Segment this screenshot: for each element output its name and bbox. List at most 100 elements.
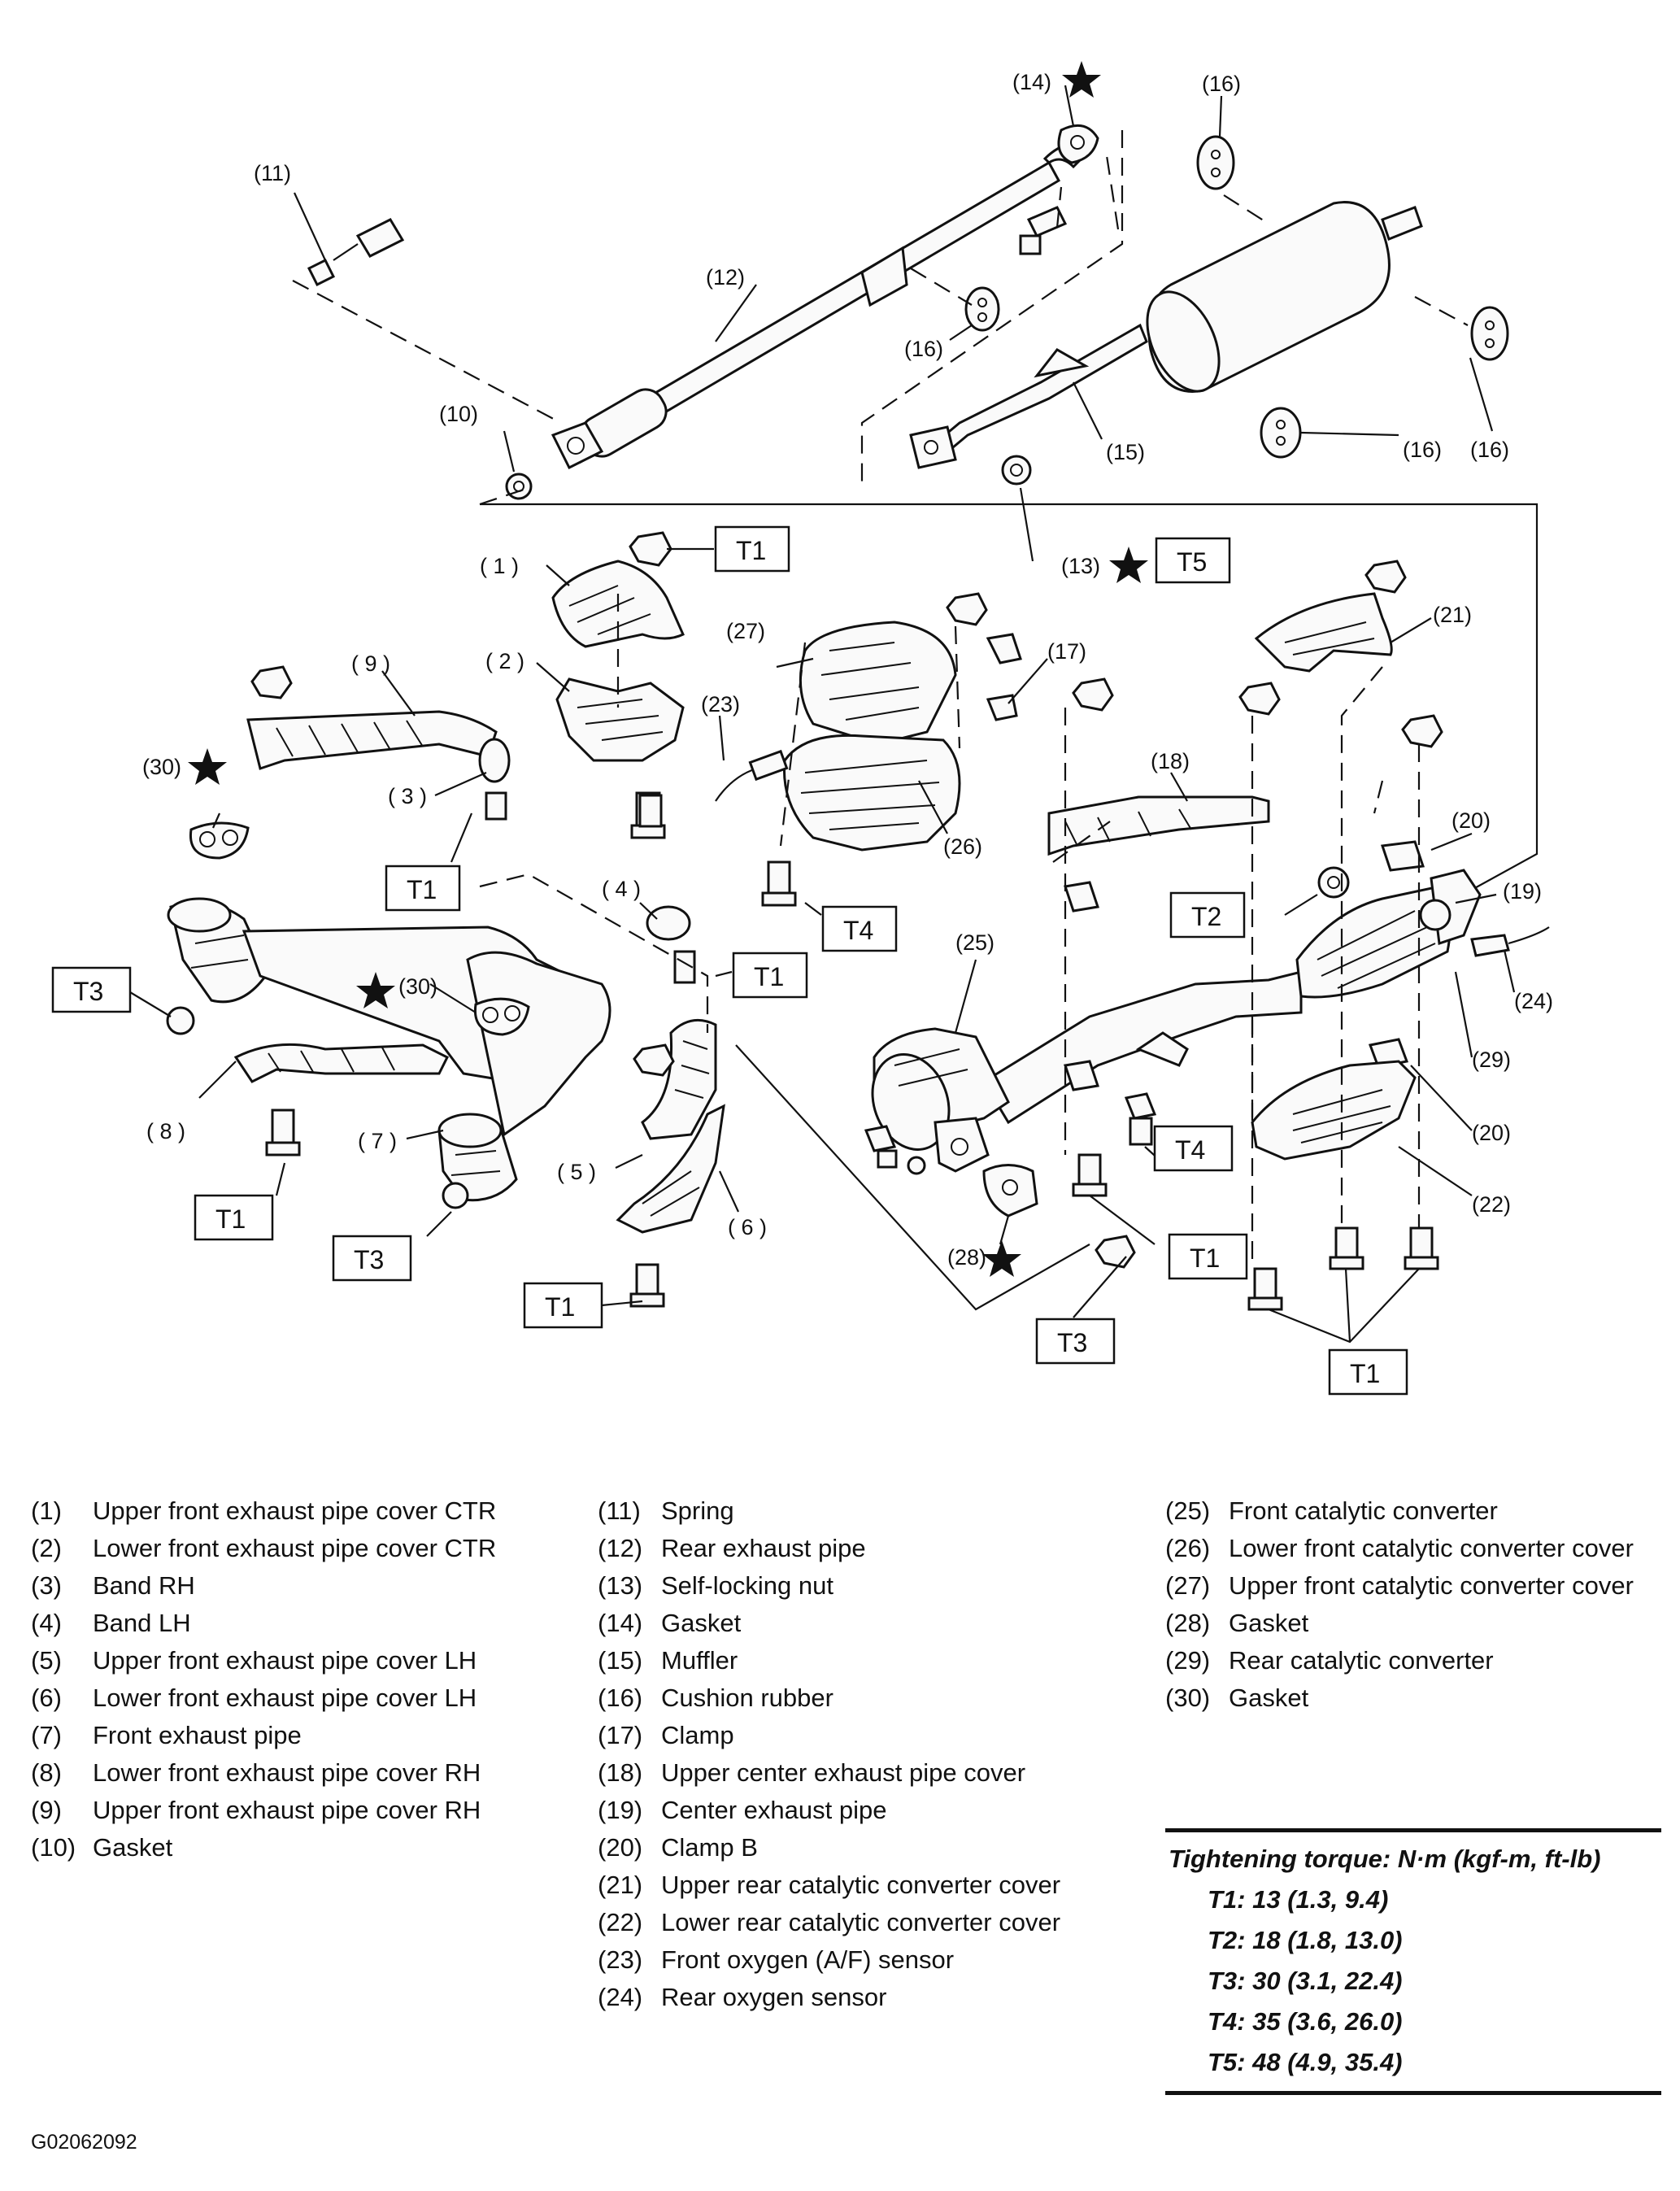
callout-30-left: (30) [142, 755, 181, 779]
callout-11: (11) [254, 161, 291, 185]
nut-t3-right [1095, 1235, 1136, 1269]
callout-17: (17) [1047, 639, 1086, 664]
svg-text:T2: T2 [1191, 902, 1221, 931]
legend-item-number: (4) [31, 1609, 62, 1637]
svg-text:T1: T1 [545, 1292, 575, 1322]
bolt-8 [265, 1109, 301, 1156]
svg-text:T5: T5 [1177, 547, 1207, 577]
self-locking-nut-13 [1001, 455, 1032, 486]
legend-item-number: (13) [598, 1571, 643, 1600]
nut-t3-left [166, 1006, 195, 1035]
legend-item: (22)Lower rear catalytic converter cover [598, 1904, 1118, 1941]
callout-27: (27) [726, 619, 765, 643]
star-30b [356, 972, 395, 1008]
star-14 [1062, 61, 1101, 98]
legend-item-number: (21) [598, 1871, 643, 1899]
legend-item-number: (3) [31, 1571, 62, 1600]
upper-rear-cat-cover [1254, 592, 1393, 673]
leader-lines [129, 85, 1516, 1344]
legend-item-name: Center exhaust pipe [661, 1796, 887, 1824]
legend-item: (3)Band RH [31, 1567, 551, 1605]
legend-item-name: Band LH [93, 1609, 191, 1637]
legend-item: (17)Clamp [598, 1717, 1118, 1754]
nut-t2 [1317, 866, 1350, 899]
nut-18 [1072, 677, 1114, 712]
cushion-rubber-lower [1260, 407, 1302, 459]
upper-center-pipe-cover [1047, 795, 1270, 856]
pipe-flange-front [551, 421, 604, 470]
legend-item-name: Lower rear catalytic converter cover [661, 1908, 1061, 1936]
torque-box-t3-left: T3 [51, 966, 132, 1013]
clamp-17 [986, 633, 1022, 721]
svg-text:T3: T3 [73, 977, 103, 1006]
legend-item-number: (9) [31, 1796, 62, 1824]
callout-18: (18) [1151, 749, 1190, 773]
rear-catalytic-converter [1295, 869, 1482, 999]
legend-item: (13) Self-locking nut [598, 1567, 1118, 1605]
bolt-25 [864, 1125, 898, 1169]
legend-item-number: (8) [31, 1758, 62, 1787]
legend-item: (2)Lower front exhaust pipe cover CTR [31, 1530, 551, 1567]
gasket-30-center [473, 997, 530, 1036]
legend-item-number: (23) [598, 1945, 643, 1974]
rear-oxygen-sensor [1470, 926, 1550, 957]
legend-item: (18)Upper center exhaust pipe cover [598, 1754, 1118, 1792]
torque-spec-t5: T5: 48 (4.9, 35.4) [1208, 2048, 1403, 2076]
callout-24: (24) [1514, 989, 1553, 1013]
legend-item: (5)Upper front exhaust pipe cover LH [31, 1642, 551, 1679]
clamp-under-18 [1064, 881, 1099, 913]
legend-item-number: (27) [1165, 1571, 1211, 1600]
legend-item: (11) Spring [598, 1492, 1118, 1530]
legend-item-name: Clamp [661, 1721, 734, 1749]
torque-box-t3-right: T3 [1035, 1318, 1116, 1365]
bolt-t4-right [1124, 1092, 1157, 1146]
nut-clampb [1401, 714, 1443, 748]
legend-item-number: (15) [598, 1646, 643, 1675]
legend-item-number: (6) [31, 1684, 62, 1712]
callout-3: ( 3 ) [388, 784, 427, 808]
callout-2: ( 2 ) [485, 649, 524, 673]
legend-item: (10)Gasket [31, 1829, 551, 1866]
legend-item-name: Lower front exhaust pipe cover LH [93, 1684, 477, 1712]
legend-item-number: (16) [598, 1684, 643, 1712]
cushion-rubber-upper [964, 286, 1000, 332]
callout-16-lower: (16) [1403, 438, 1442, 462]
clamp-lower-18 [1064, 1060, 1099, 1091]
muffler [909, 201, 1423, 469]
legend-item-name: Upper front exhaust pipe cover CTR [93, 1496, 497, 1525]
legend-item: (19) Center exhaust pipe [598, 1792, 1118, 1829]
svg-text:T1: T1 [736, 536, 766, 565]
callout-25: (25) [955, 930, 995, 955]
legend-item-number: (24) [598, 1983, 643, 2011]
torque-box-t5: T5 [1155, 537, 1231, 584]
front-catalytic-converter [871, 1027, 1010, 1175]
cushion-rubber-right [1470, 306, 1509, 361]
gasket-30-left [189, 821, 250, 860]
legend-item-name: Gasket [93, 1833, 173, 1862]
legend-item-number: (19) [598, 1796, 643, 1824]
exhaust-system-diagram: (11) (12) (10) (14) (16) (16) (16) (16) … [51, 61, 1553, 1396]
svg-text:T1: T1 [754, 962, 784, 991]
legend-item-name: Muffler [661, 1646, 738, 1675]
legend-item-name: Spring [661, 1496, 734, 1525]
legend-item: (12) Rear exhaust pipe [598, 1530, 1118, 1567]
bolt-14 [1019, 206, 1068, 255]
legend-item-name: Rear exhaust pipe [661, 1534, 866, 1562]
legend-item-number: (2) [31, 1534, 62, 1562]
nut-t1-r2 [1238, 682, 1281, 716]
clamp-b-upper [1380, 840, 1425, 872]
torque-spec-t1: T1: 13 (1.3, 9.4) [1208, 1885, 1389, 1914]
legend-item-number: (12) [598, 1534, 643, 1562]
callout-9: ( 9 ) [351, 651, 390, 676]
legend-item-name: Gasket [1229, 1684, 1309, 1712]
svg-text:T1: T1 [215, 1204, 246, 1234]
legend-item-name: Self-locking nut [661, 1571, 833, 1600]
legend-item: (28)Gasket [1165, 1605, 1661, 1642]
legend-item-name: Cushion rubber [661, 1684, 833, 1712]
legend-column-3: (25)Front catalytic converter(26)Lower f… [1165, 1492, 1661, 1717]
legend-item: (16) Cushion rubber [598, 1679, 1118, 1717]
torque-box-t1-lh: T1 [523, 1282, 603, 1329]
callout-29: (29) [1472, 1048, 1511, 1072]
legend-item-name: Upper center exhaust pipe cover [661, 1758, 1026, 1787]
legend-item-number: (11) [598, 1496, 641, 1525]
